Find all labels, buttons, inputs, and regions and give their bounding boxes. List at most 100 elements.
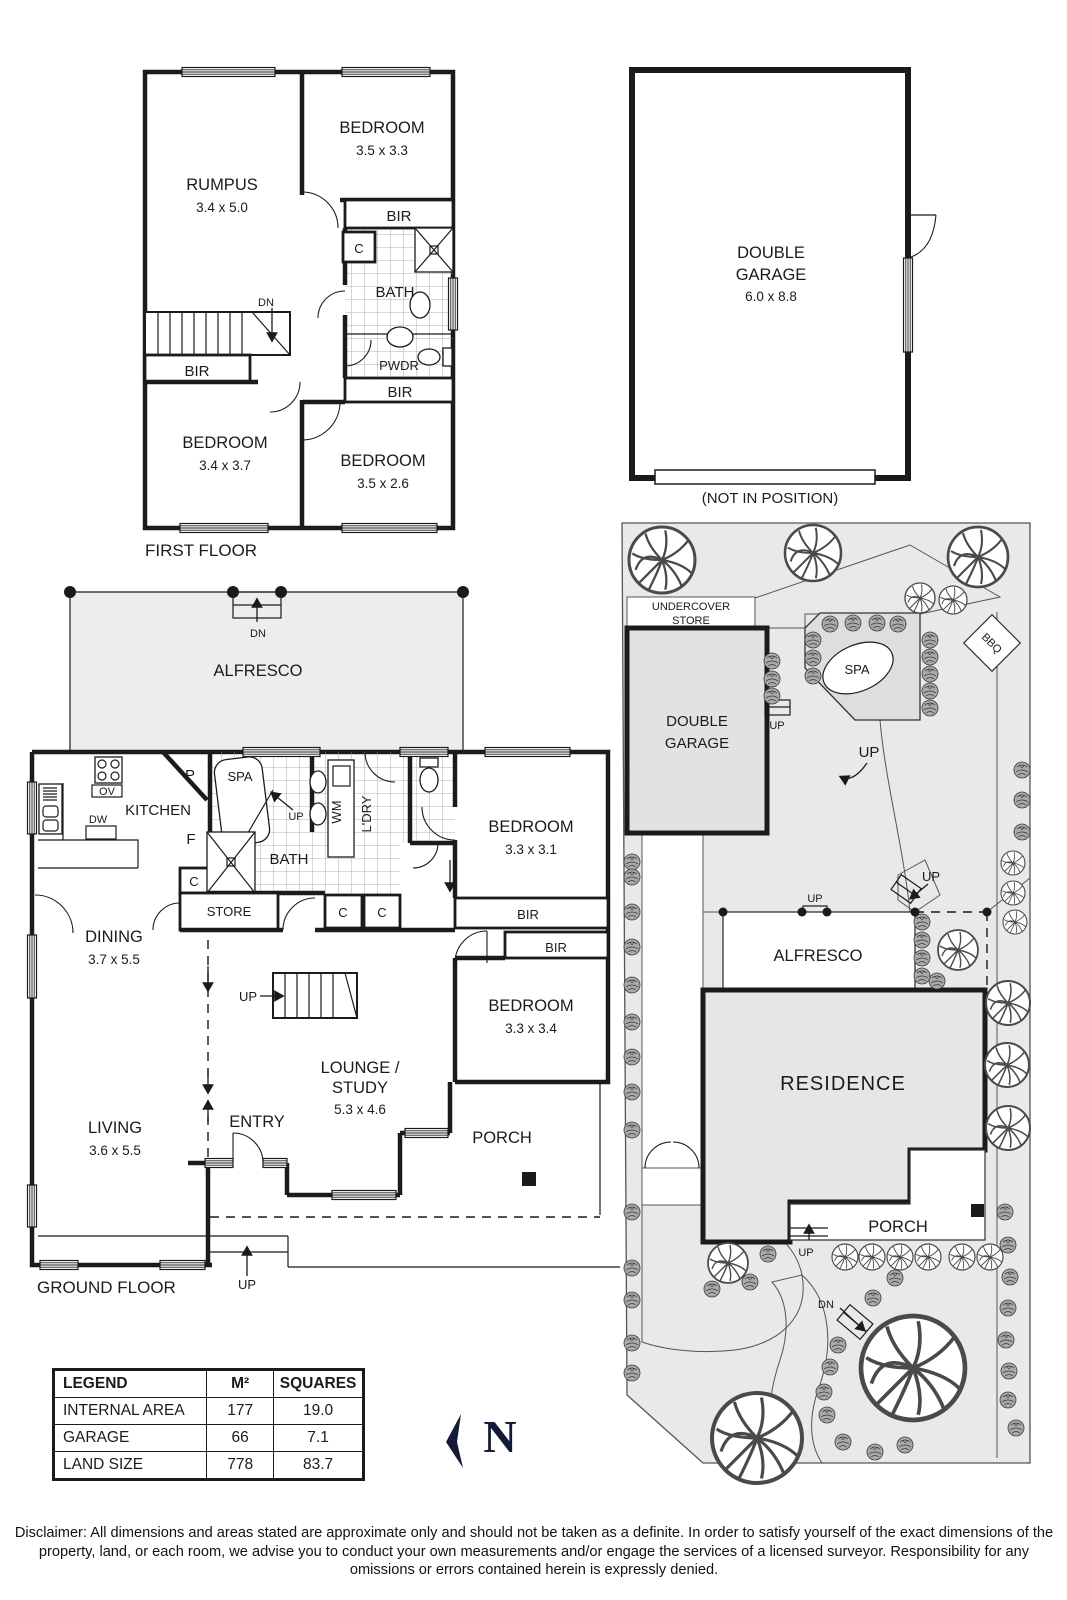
ff-door-bed-right [301, 401, 341, 441]
gf-spa-label: SPA [227, 769, 252, 784]
ff-bir-mid-label: BIR [387, 384, 412, 401]
alfresco-post [797, 907, 807, 917]
ff-bedroom-top-label: BEDROOM [339, 119, 424, 137]
ff-closet [341, 230, 377, 264]
gf-up-spa-label: UP [288, 811, 303, 823]
tree-icon [1000, 850, 1026, 876]
ff-dn-label: DN [258, 297, 274, 309]
gf-bath-label: BATH [270, 851, 309, 868]
gf-closet3-label: C [377, 905, 386, 920]
gf-stairs [260, 972, 358, 1019]
entry-door [232, 1132, 264, 1164]
ff-bir-top-label: BIR [386, 208, 411, 225]
window [159, 1259, 206, 1271]
gf-bir2-label: BIR [545, 940, 567, 955]
shrub-icon [623, 938, 641, 956]
ff-bath-label: BATH [376, 284, 415, 301]
legend-row-garage: GARAGE 66 7.1 [52, 1424, 364, 1452]
tree-icon [1000, 880, 1026, 906]
ff-bir-top [343, 198, 455, 230]
sp-up-alfresco-label: UP [807, 893, 822, 905]
legend-cell: 83.7 [273, 1451, 364, 1480]
shrub-icon [821, 615, 839, 633]
legend-row-landsize: LAND SIZE 778 83.7 [52, 1451, 364, 1480]
window [242, 746, 321, 758]
sp-up-porch-label: UP [798, 1247, 813, 1259]
shrub-icon [703, 1280, 721, 1298]
ff-basin [409, 291, 431, 319]
ff-toilet [417, 347, 453, 367]
legend-cell: 778 [206, 1451, 275, 1480]
gf-closet1-label: C [189, 874, 198, 889]
shrub-icon [999, 1236, 1017, 1254]
shrub-icon [921, 631, 939, 649]
shrub-icon [804, 631, 822, 649]
sp-alfresco-label: ALFRESCO [774, 947, 863, 965]
legend-cell: GARAGE [52, 1424, 208, 1452]
shrub-icon [864, 1289, 882, 1307]
gf-up-front-label: UP [238, 1277, 256, 1292]
ground-floor-plan [29, 586, 620, 1276]
shrub-icon [623, 1291, 641, 1309]
legend-cell: LAND SIZE [52, 1451, 208, 1480]
garage-roller-door [654, 469, 876, 485]
shrub-icon [1001, 1268, 1019, 1286]
gf-dining-dims: 3.7 x 5.5 [88, 952, 140, 967]
gf-store [178, 891, 280, 932]
spa-site [822, 641, 894, 695]
shrub-icon [997, 1331, 1015, 1349]
tree-icon [707, 1242, 749, 1284]
tree-icon [861, 1316, 965, 1420]
gate-left [644, 1141, 672, 1169]
gf-door-bed2 [454, 930, 488, 964]
gf-closet2 [323, 893, 364, 930]
ff-bedroom-top-dims: 3.5 x 3.3 [356, 143, 408, 158]
gf-washing-machine [327, 759, 355, 858]
window [484, 746, 571, 758]
gf-door-wc [412, 842, 439, 869]
window [26, 781, 38, 835]
tree-icon [712, 1393, 802, 1483]
sp-ustore-label1: UNDERCOVER [652, 601, 730, 613]
gf-wm-label: WM [329, 800, 344, 823]
first-floor-plan [142, 69, 456, 531]
shrub-icon [759, 1245, 777, 1263]
up-spa-arrow [269, 791, 294, 811]
ff-bedroom-right-dims: 3.5 x 2.6 [357, 476, 409, 491]
ff-basin2 [386, 326, 414, 348]
tree-icon [904, 582, 936, 614]
gf-entry-label: ENTRY [229, 1113, 285, 1131]
gf-closet3 [362, 893, 402, 930]
sp-up-alfresco-right-label: UP [922, 869, 940, 884]
shrub-icon [996, 1203, 1014, 1221]
ff-door-bed-top [301, 191, 339, 229]
shrub-icon [913, 967, 931, 985]
gf-door-laundry [364, 751, 396, 783]
shrub-icon [623, 1203, 641, 1221]
labels: BEDROOM 3.5 x 3.3 RUMPUS 3.4 x 5.0 BIR C… [37, 119, 1004, 1468]
shrub-icon [763, 652, 781, 670]
ff-rumpus-label: RUMPUS [186, 176, 258, 194]
legend-cell: 66 [206, 1424, 275, 1452]
sp-up-garage-label: UP [769, 720, 784, 732]
pantry-wall [161, 750, 209, 802]
window [179, 522, 269, 534]
shrub-icon [623, 1048, 641, 1066]
gf-deck-steps [232, 591, 282, 622]
tree-icon [783, 523, 843, 583]
gf-bedroom-bottom-label: BEDROOM [488, 997, 573, 1015]
window [26, 1184, 38, 1228]
sp-up-path-label: UP [859, 744, 880, 761]
shrub-icon [913, 931, 931, 949]
gf-door-hall [282, 897, 316, 931]
dn-arrow-site [839, 1307, 866, 1332]
garage-site [624, 625, 770, 836]
ff-title: FIRST FLOOR [145, 541, 257, 560]
windows [26, 66, 914, 1271]
gf-pantry-label: P [185, 767, 195, 784]
kitchen-fittings [38, 756, 139, 869]
ff-door-pwdr [344, 339, 372, 367]
shrub-icon [818, 1406, 836, 1424]
ff-stairs [144, 308, 291, 356]
